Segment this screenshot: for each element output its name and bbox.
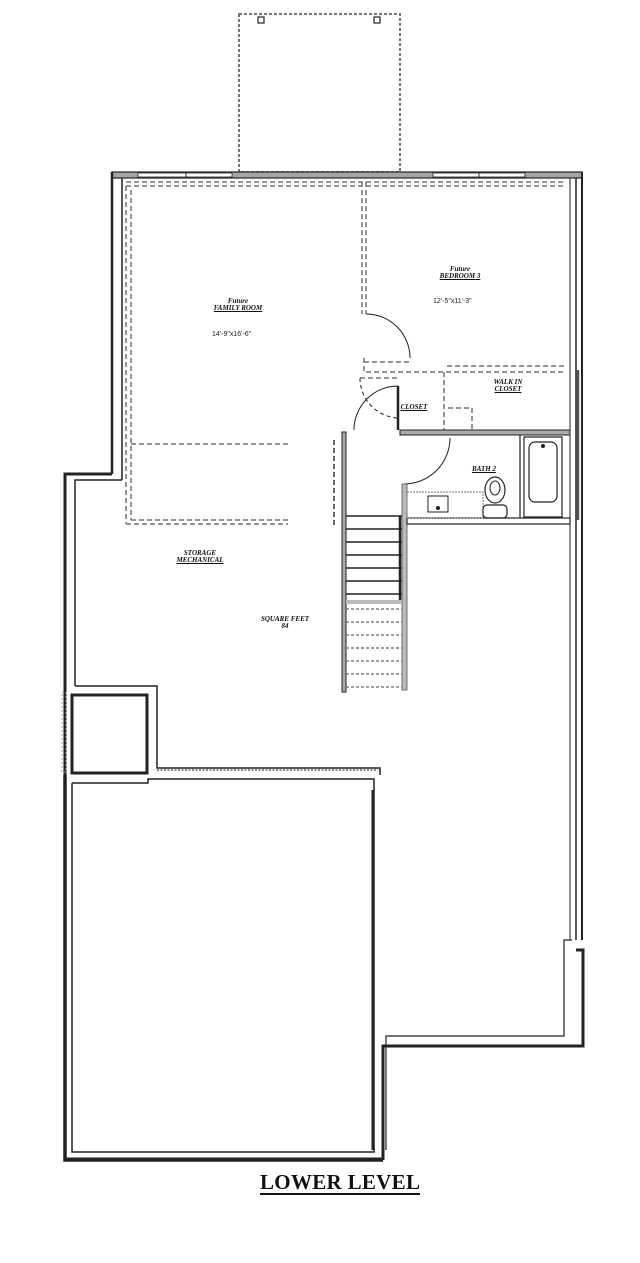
future-patio-outline [238,13,401,173]
room-label-bath-2: BATH 2 [464,465,504,473]
plan-title: LOWER LEVEL [260,1170,421,1195]
family-room-outline [125,181,566,525]
storage-line2: MECHANICAL [176,556,224,565]
walk-in-closet-line2: CLOSET [494,385,522,394]
room-label-square-feet: SQUARE FEET 84 [245,615,325,631]
staircase [346,515,402,688]
interior-walls [341,429,571,693]
bedroom-3-name: BEDROOM 3 [439,272,481,281]
bedroom-3-dimensions: 12'-5"x11'-3" [433,298,472,305]
square-feet-line1: SQUARE FEET [260,615,310,623]
bedroom-3-prefix: Future [449,265,471,273]
room-label-closet: CLOSET [394,403,434,411]
family-room-dimensions: 14'-9"x16'-6" [212,331,252,338]
room-label-walk-in-closet: WALK IN CLOSET [478,378,538,394]
exterior-walls [63,171,585,1160]
lower-unfinished-area [63,775,383,1162]
family-room-name: FAMILY ROOM [213,304,263,313]
bedroom-closet-outlines [360,358,566,430]
walk-in-closet-line1: WALK IN [493,378,523,386]
square-feet-line2: 84 [281,622,289,631]
storage-line1: STORAGE [183,549,217,557]
bath-2-name: BATH 2 [472,465,496,473]
family-room-prefix: Future [227,297,249,305]
room-label-storage: STORAGE MECHANICAL [160,549,240,565]
room-label-family-room: Future FAMILY ROOM [198,297,278,313]
room-label-bedroom-3: Future BEDROOM 3 [425,265,495,281]
window-well [61,685,381,775]
closet-name: CLOSET [400,403,428,411]
door-swings [353,313,451,485]
